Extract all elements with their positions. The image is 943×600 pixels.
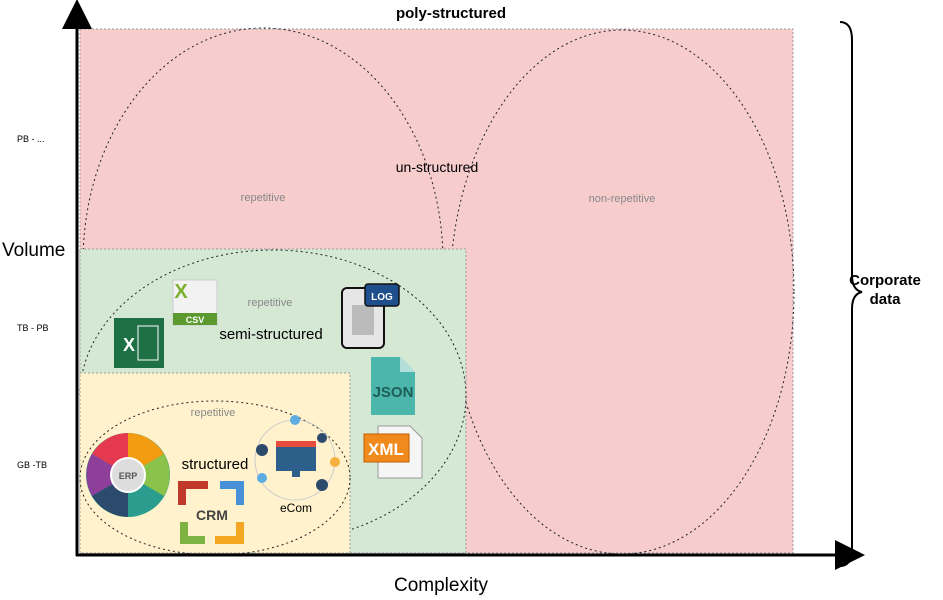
csv-file-icon: X CSV — [172, 279, 218, 326]
ecom-label: eCom — [280, 501, 312, 515]
structured-ellipse — [79, 400, 351, 556]
excel-icon: X — [114, 318, 164, 368]
svg-text:X: X — [174, 281, 188, 303]
y-tick-tb-pb: TB - PB — [17, 323, 49, 333]
repetitive-semi-label: repetitive — [248, 297, 293, 309]
crm-cycle-icon: CRM — [178, 481, 244, 544]
json-file-icon: JSON — [371, 357, 415, 415]
non-repetitive-ellipse — [449, 29, 795, 555]
ecom-store-icon — [254, 415, 340, 501]
structured-label: structured — [182, 456, 249, 473]
corporate-data-brace — [839, 21, 863, 567]
corporate-data-label-line1: Corporate — [849, 272, 921, 289]
complexity-axis-label: Complexity — [394, 575, 488, 596]
non-repetitive-label: non-repetitive — [589, 193, 656, 205]
semi-structured-ellipse — [79, 249, 467, 543]
erp-wheel-icon: ERP — [86, 433, 170, 517]
svg-text:CRM: CRM — [196, 507, 228, 523]
semi-structured-label: semi-structured — [219, 326, 322, 343]
svg-text:XML: XML — [368, 440, 404, 459]
poly-structured-label: poly-structured — [396, 5, 506, 22]
svg-text:JSON: JSON — [373, 384, 414, 401]
svg-text:ERP: ERP — [119, 471, 138, 481]
log-file-icon: LOG — [341, 283, 400, 349]
volume-axis-label: Volume — [2, 240, 65, 261]
xml-file-icon: XML — [363, 425, 423, 479]
repetitive-unstructured-label: repetitive — [241, 192, 286, 204]
svg-text:LOG: LOG — [371, 292, 393, 303]
y-tick-gb-tb: GB -TB — [17, 460, 47, 470]
corporate-data-label-line2: data — [870, 291, 902, 308]
y-tick-pb: PB - ... — [17, 134, 45, 144]
repetitive-structured-label: repetitive — [191, 407, 236, 419]
svg-text:X: X — [123, 335, 135, 355]
un-structured-label: un-structured — [396, 159, 478, 175]
svg-text:CSV: CSV — [186, 315, 205, 325]
